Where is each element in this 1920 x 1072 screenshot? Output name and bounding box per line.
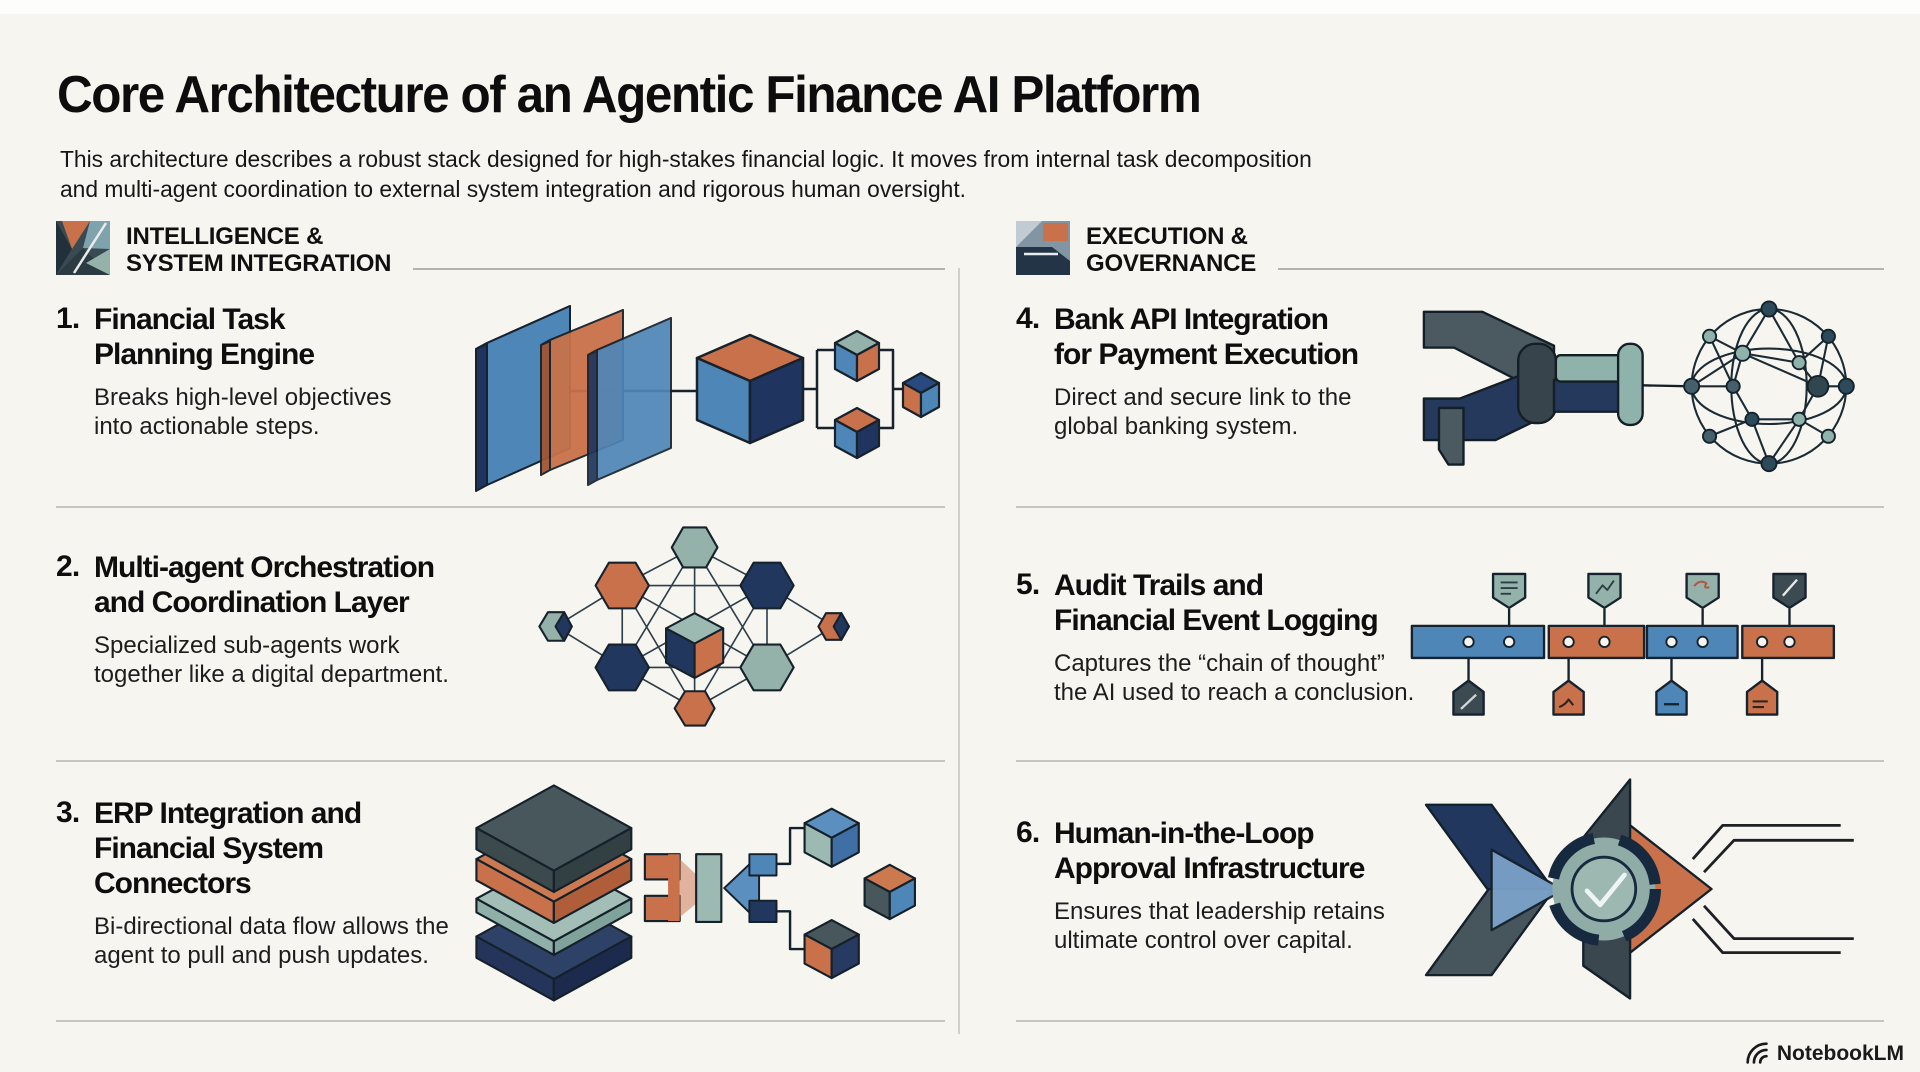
notebooklm-icon xyxy=(1745,1041,1770,1066)
panels-to-branching-cubes-illustration xyxy=(475,288,945,493)
cube-icon xyxy=(665,612,725,679)
item-title: ERP Integration and Financial System Con… xyxy=(94,797,362,900)
checkmark-icon xyxy=(1584,872,1627,908)
item-number: 2. xyxy=(56,550,80,583)
item-title: Financial Task Planning Engine xyxy=(94,303,315,371)
item-title: Bank API Integration for Payment Executi… xyxy=(1054,303,1359,371)
feature-item-6: 6. Human-in-the-Loop Approval Infrastruc… xyxy=(1016,762,1884,1022)
cube-icon xyxy=(901,371,941,419)
item-number: 6. xyxy=(1016,816,1040,849)
page-title: Core Architecture of an Agentic Finance … xyxy=(57,65,1202,124)
cube-icon xyxy=(695,333,805,445)
feature-item-1: 1. Financial Task Planning Engine Breaks… xyxy=(56,296,945,508)
approval-seal-icon xyxy=(1546,831,1661,947)
facet-square-icon xyxy=(56,221,110,275)
brand-watermark: NotebookLM xyxy=(1745,1041,1904,1066)
item-title: Audit Trails and Financial Event Logging xyxy=(1054,569,1379,637)
column-execution: 4. Bank API Integration for Payment Exec… xyxy=(1016,296,1884,1022)
cube-icon xyxy=(803,918,860,980)
cube-icon xyxy=(803,807,860,868)
hexagon-node xyxy=(594,643,650,692)
audit-timeline-illustration xyxy=(1410,556,1882,759)
hexagon-node xyxy=(739,643,795,692)
bracket-connector-icon xyxy=(643,853,681,923)
page-subtitle: This architecture describes a robust sta… xyxy=(60,145,1312,202)
plug-to-network-sphere-illustration xyxy=(1422,286,1884,496)
item-number: 4. xyxy=(1016,302,1040,335)
facet-square-icon xyxy=(1016,221,1070,275)
approval-arrows-seal-illustration xyxy=(1412,766,1880,1012)
section-header-execution: EXECUTION & GOVERNANCE xyxy=(1016,221,1884,277)
hexagon-node xyxy=(594,561,650,610)
item-title: Multi-agent Orchestration and Coordinati… xyxy=(94,551,435,619)
item-description: Breaks high-level objectives into action… xyxy=(94,384,392,440)
timeline-bars xyxy=(1410,624,1836,660)
hexagon-agent-network-illustration xyxy=(527,517,927,755)
plug-icon xyxy=(1422,310,1644,466)
item-number: 3. xyxy=(56,796,80,829)
network-nodes xyxy=(1683,300,1855,473)
cube-icon xyxy=(833,329,881,383)
hexagon-node xyxy=(739,561,795,610)
cube-icon xyxy=(833,406,881,460)
log-tag-icon xyxy=(1452,679,1779,716)
column-intelligence: 1. Financial Task Planning Engine Breaks… xyxy=(56,296,945,1022)
header-rule xyxy=(413,268,945,270)
brand-name: NotebookLM xyxy=(1776,1041,1904,1065)
item-description: Ensures that leadership retains ultimate… xyxy=(1054,898,1385,954)
cube-icon xyxy=(863,863,916,921)
hexagon-node xyxy=(673,690,716,727)
item-number: 1. xyxy=(56,302,80,335)
feature-item-4: 4. Bank API Integration for Payment Exec… xyxy=(1016,296,1884,508)
hexagon-node xyxy=(670,526,719,569)
layer-stack-connectors-illustration xyxy=(457,770,945,1012)
item-description: Captures the “chain of thought” the AI u… xyxy=(1054,650,1415,706)
column-divider xyxy=(958,268,960,1034)
panel-icon xyxy=(587,317,672,486)
feature-item-3: 3. ERP Integration and Financial System … xyxy=(56,762,945,1022)
section-header-text: INTELLIGENCE & SYSTEM INTEGRATION xyxy=(126,223,392,277)
layer-stack-icon xyxy=(475,784,633,1002)
section-header-text: EXECUTION & GOVERNANCE xyxy=(1086,223,1257,277)
item-description: Specialized sub-agents work together lik… xyxy=(94,632,449,688)
feature-item-2: 2. Multi-agent Orchestration and Coordin… xyxy=(56,508,945,762)
item-number: 5. xyxy=(1016,568,1040,601)
top-strip xyxy=(0,0,1920,14)
item-description: Direct and secure link to the global ban… xyxy=(1054,384,1352,440)
item-title: Human-in-the-Loop Approval Infrastructur… xyxy=(1054,817,1365,885)
section-header-intelligence: INTELLIGENCE & SYSTEM INTEGRATION xyxy=(56,221,945,277)
header-rule xyxy=(1278,268,1884,270)
feature-item-5: 5. Audit Trails and Financial Event Logg… xyxy=(1016,508,1884,762)
item-description: Bi-directional data flow allows the agen… xyxy=(94,913,449,969)
